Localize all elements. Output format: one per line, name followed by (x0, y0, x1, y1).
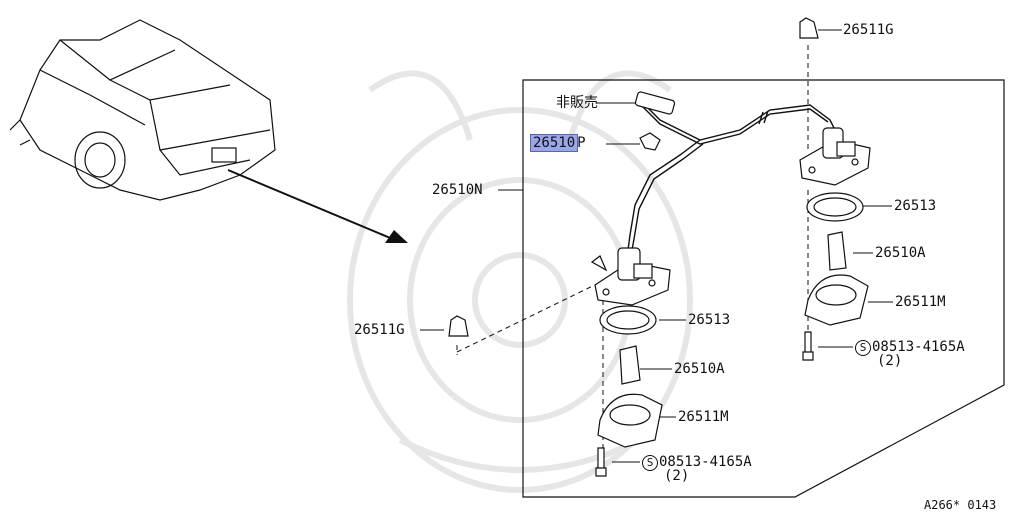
part-26510p-suffix: P (577, 135, 586, 151)
grommet-clips (448, 17, 819, 337)
label-not-for-sale: 非販売 (556, 95, 598, 111)
harness-connector (634, 91, 676, 115)
left-lamp-assembly (590, 247, 671, 477)
screw-left-qty: (2) (664, 468, 690, 484)
part-26513-right-link[interactable]: 26513 (894, 198, 937, 214)
screw-right-qty: (2) (877, 353, 903, 369)
diagram-id: A266* 0143 (924, 498, 997, 512)
part-26511m-left-link[interactable]: 26511M (678, 409, 729, 425)
screw-symbol-icon: S (642, 455, 658, 471)
part-26511g-left-link[interactable]: 26511G (354, 322, 405, 338)
right-lamp-assembly (799, 127, 871, 361)
part-26511g-top-link[interactable]: 26511G (843, 22, 894, 38)
screw-right-number: 08513-4165A (872, 339, 965, 355)
part-26510n-link[interactable]: 26510N (432, 182, 483, 198)
part-26511m-right-link[interactable]: 26511M (895, 294, 946, 310)
screw-left-number: 08513-4165A (659, 454, 752, 470)
part-26510p-highlight[interactable]: 26510 (529, 134, 579, 152)
screw-symbol-icon: S (855, 340, 871, 356)
pointer-arrow (227, 169, 408, 243)
part-26513-left-link[interactable]: 26513 (688, 312, 731, 328)
clip-26510p (639, 132, 661, 151)
part-26510a-left-link[interactable]: 26510A (674, 361, 725, 377)
car-illustration (9, 19, 276, 201)
assembly-frame (522, 79, 1005, 498)
leader-lines (420, 29, 893, 463)
wire-harness (627, 99, 836, 251)
alignment-dashes (456, 45, 809, 450)
part-26510a-right-link[interactable]: 26510A (875, 245, 926, 261)
